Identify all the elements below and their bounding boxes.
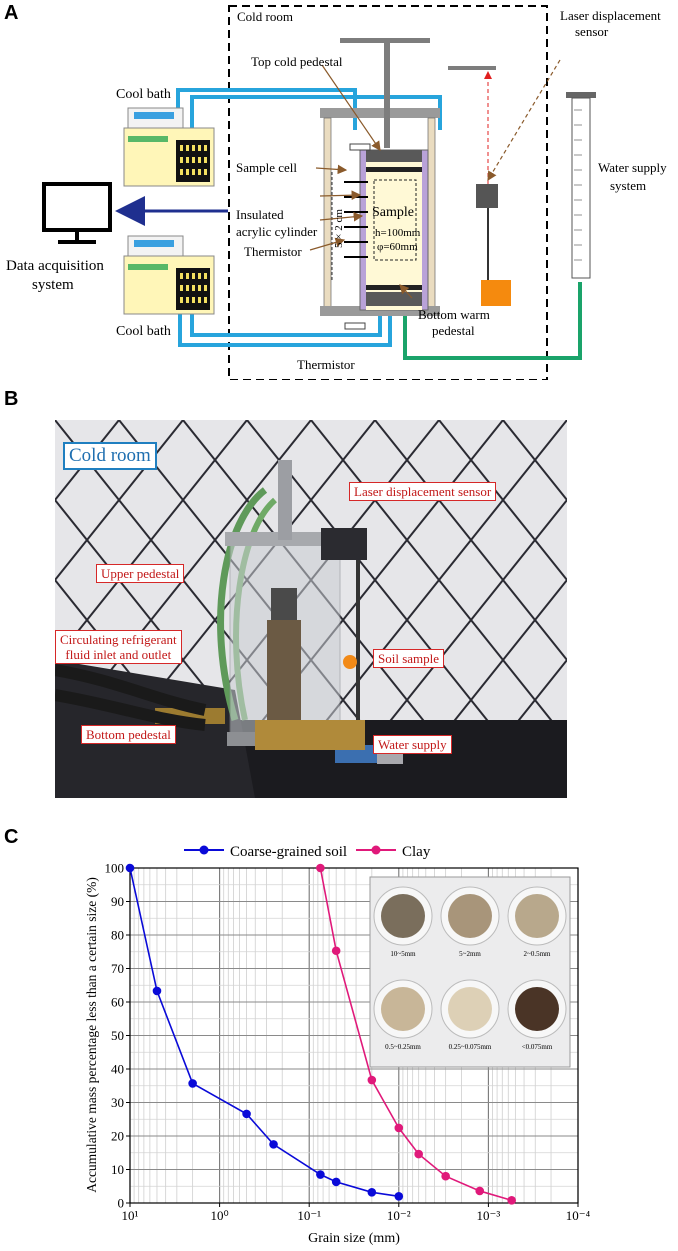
data-point-0 [331, 1177, 341, 1187]
inset-label: 10~5mm [390, 950, 416, 958]
data-point-0 [125, 863, 135, 873]
photo-label-upper-pedestal: Upper pedestal [96, 564, 185, 583]
data-point-1 [316, 863, 325, 873]
label-water-supply-1: Water supply [598, 160, 667, 175]
y-tick-label: 20 [111, 1129, 124, 1144]
data-point-1 [331, 946, 341, 956]
label-cool-bath-bottom: Cool bath [116, 324, 171, 339]
y-tick-label: 100 [105, 861, 125, 876]
y-tick-label: 70 [111, 961, 124, 976]
cool-bath-bottom-icon [123, 235, 215, 315]
label-cool-bath-top: Cool bath [116, 87, 171, 102]
y-tick-label: 30 [111, 1095, 124, 1110]
legend: Coarse-grained soil Clay [184, 844, 431, 860]
legend-coarse: Coarse-grained soil [230, 844, 347, 860]
label-sample: Sample [372, 205, 414, 220]
label-data-acq-1: Data acquisition [6, 258, 104, 274]
sample-fraction [448, 894, 492, 938]
x-tick-label: 10⁰ [210, 1208, 228, 1223]
x-tick-label: 10¹ [122, 1208, 139, 1223]
x-tick-label: 10⁻³ [477, 1208, 501, 1223]
y-tick-label: 0 [118, 1196, 125, 1211]
data-point-0 [269, 1140, 278, 1149]
x-tick-label: 10⁻¹ [297, 1208, 321, 1223]
inset-label: 0.25~0.075mm [449, 1043, 492, 1051]
sample-fraction [448, 987, 492, 1031]
panel-label-b: B [4, 388, 19, 410]
photo-label-circulating: Circulating refrigerant fluid inlet and … [55, 630, 182, 664]
photo-label-bottom-pedestal: Bottom pedestal [81, 725, 176, 744]
sample-fraction [515, 987, 559, 1031]
y-tick-label: 90 [111, 894, 124, 909]
apparatus-photo: Cold room Laser displacement sensor Uppe… [55, 420, 567, 798]
sample-fraction [381, 987, 425, 1031]
label-sample-phi: φ=60mm [377, 241, 418, 253]
label-insulated-1: Insulated [236, 207, 284, 222]
inset-label: 0.5~0.25mm [385, 1043, 421, 1051]
photo-label-circulating-2: fluid inlet and outlet [65, 647, 172, 662]
series-line-1 [319, 867, 512, 1202]
data-point-0 [188, 1079, 197, 1088]
label-spacing: 5 × 2 cm [333, 209, 345, 248]
data-point-1 [394, 1123, 404, 1133]
label-thermistor-mid: Thermistor [244, 244, 302, 259]
y-tick-label: 80 [111, 928, 124, 943]
schematic-diagram: Cold room Top cold pedestal Laser displa… [6, 5, 667, 380]
label-water-supply-2: system [610, 178, 646, 193]
photo-label-water-supply: Water supply [373, 735, 452, 754]
chart-series [125, 863, 516, 1205]
inset-label: 2~0.5mm [524, 950, 551, 958]
y-tick-label: 60 [111, 995, 124, 1010]
label-sample-cell: Sample cell [236, 160, 297, 175]
label-insulated-2: acrylic cylinder [236, 224, 318, 239]
sample-fraction [515, 894, 559, 938]
label-bottom-warm-2: pedestal [432, 323, 475, 338]
data-point-0 [316, 1170, 325, 1179]
data-point-1 [367, 1075, 377, 1085]
x-tick-label: 10⁻² [387, 1208, 411, 1223]
label-bottom-warm-1: Bottom warm [418, 307, 490, 322]
panel-label-c: C [4, 826, 19, 848]
label-top-cold-pedestal: Top cold pedestal [251, 54, 343, 69]
data-point-1 [414, 1149, 423, 1159]
photo-label-laser: Laser displacement sensor [349, 482, 497, 501]
y-tick-label: 50 [111, 1028, 124, 1043]
computer-monitor-icon [42, 182, 112, 244]
panel-label-a: A [4, 2, 19, 24]
fractions-inset-photo: 10~5mm 5~2mm 2~0.5mm 0.5~0.25mm 0.25~0.075mm… [369, 876, 571, 1068]
inset-label: 5~2mm [459, 950, 481, 958]
data-point-0 [367, 1187, 377, 1197]
data-point-0 [152, 986, 162, 996]
cool-bath-top-icon [123, 107, 215, 187]
label-thermistor-bottom: Thermistor [297, 357, 355, 372]
label-data-acq-2: system [32, 277, 74, 293]
label-sample-h: h=100mm [375, 227, 421, 239]
data-point-1 [507, 1196, 516, 1205]
photo-label-soil-sample: Soil sample [373, 649, 445, 668]
x-axis-label: Grain size (mm) [308, 1231, 400, 1246]
y-tick-label: 40 [111, 1062, 124, 1077]
grain-size-chart: 10¹ 10⁰ 10⁻¹ 10⁻² 10⁻³ 10⁻⁴ 0 10 20 30 40 50 60 70 80 9… [84, 844, 591, 1246]
photo-label-circulating-1: Circulating refrigerant [60, 632, 177, 647]
cold-room-box [228, 5, 548, 380]
data-point-0 [394, 1192, 404, 1201]
x-tick-label: 10⁻⁴ [566, 1208, 591, 1223]
photo-label-cold-room: Cold room [63, 442, 157, 470]
data-point-1 [441, 1171, 450, 1181]
sample-fraction [381, 894, 425, 938]
inset-label: <0.075mm [522, 1043, 553, 1051]
data-point-0 [242, 1109, 251, 1119]
label-laser-sensor-1: Laser displacement [560, 8, 661, 23]
label-cold-room: Cold room [237, 9, 293, 24]
chart-ticks: 10¹ 10⁰ 10⁻¹ 10⁻² 10⁻³ 10⁻⁴ 0 10 20 30 40 50 60 70 80 9… [105, 861, 591, 1224]
legend-clay: Clay [402, 844, 431, 860]
data-point-1 [475, 1186, 485, 1196]
y-tick-label: 10 [111, 1162, 124, 1177]
y-axis-label: Accumulative mass percentage less than a… [84, 877, 99, 1193]
label-laser-sensor-2: sensor [575, 24, 609, 39]
